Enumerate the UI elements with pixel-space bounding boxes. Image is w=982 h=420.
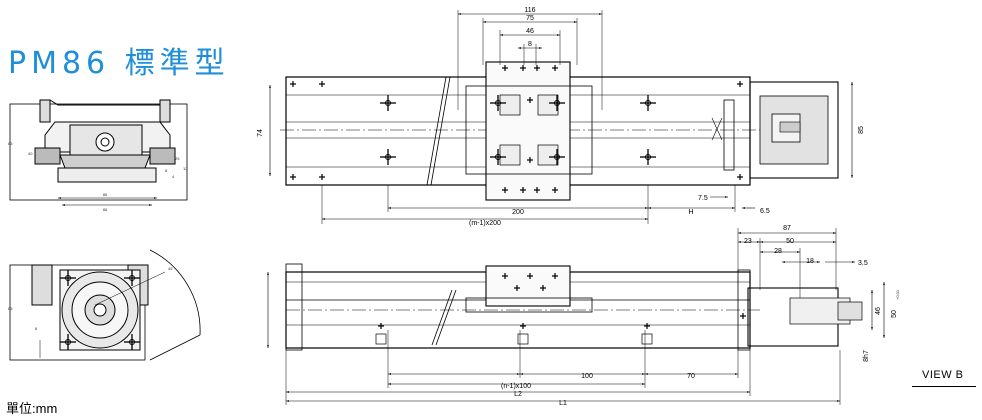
side-dim-L1: L1 <box>559 400 567 407</box>
end-dim-25: 25 <box>175 156 180 161</box>
top-dim-7-5: 7.5 <box>698 195 708 202</box>
top-dim-H: H <box>688 209 693 216</box>
side-dim-8h7: 8h7 <box>863 350 870 362</box>
side-dim-50tol-sup: +0.01 <box>895 289 900 300</box>
end-dim-86: 86 <box>103 192 108 197</box>
side-dim-50: 50 <box>786 238 794 245</box>
side-view <box>267 228 885 405</box>
side-dim-50tol: 50 <box>891 310 898 318</box>
top-dim-46: 46 <box>526 28 534 35</box>
top-dim-200: 200 <box>512 209 524 216</box>
end-dim-4: 4 <box>172 174 175 179</box>
end-dim-88: 88 <box>103 207 108 212</box>
unit-label: 單位:mm <box>6 401 58 416</box>
motor-dim-8: 8 <box>35 326 38 331</box>
side-dim-100: 100 <box>581 373 593 380</box>
front-end-view <box>9 99 188 206</box>
side-dim-L2: L2 <box>514 391 522 398</box>
top-dim-85: 85 <box>858 126 865 134</box>
side-dim-46: 46 <box>875 307 882 315</box>
side-dim-18: 18 <box>806 258 814 265</box>
end-dim-40: 40 <box>28 151 33 156</box>
side-dim-n1x100: (n-1)x100 <box>501 383 531 390</box>
top-view <box>269 10 853 224</box>
motor-dim-45: 45 <box>168 266 173 271</box>
top-dim-75: 75 <box>526 15 534 22</box>
side-dim-28: 28 <box>774 248 782 255</box>
motor-dim-63: 63 <box>8 306 13 311</box>
motor-end-view <box>9 249 201 361</box>
page-title: PM86 標準型 <box>8 46 230 81</box>
end-dim-8: 8 <box>165 168 168 173</box>
top-dim-8: 8 <box>528 41 532 48</box>
side-dim-70: 70 <box>687 373 695 380</box>
side-dim-87: 87 <box>783 225 791 232</box>
end-dim-63: 63 <box>8 141 13 146</box>
side-dim-23: 23 <box>744 238 752 245</box>
top-dim-74: 74 <box>257 129 264 137</box>
top-dim-116: 116 <box>524 7 535 14</box>
end-dim-12: 12 <box>183 166 188 171</box>
top-dim-6-5: 6.5 <box>760 208 770 215</box>
top-dim-m1x200: (m-1)x200 <box>469 220 501 227</box>
view-b-label: VIEW B <box>922 369 964 381</box>
side-dim-3-5: 3.5 <box>858 260 868 267</box>
view-b-line <box>912 386 976 387</box>
